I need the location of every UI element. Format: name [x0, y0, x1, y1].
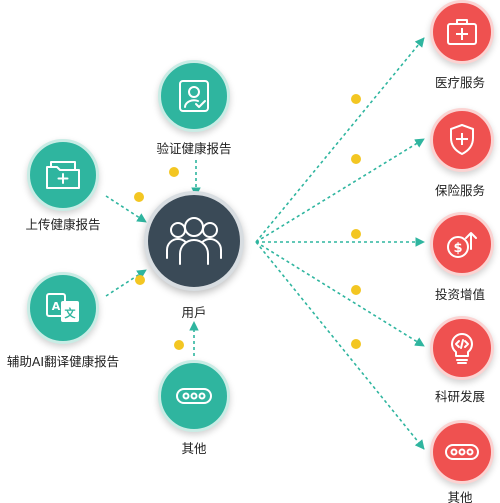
coin-growth-icon: $	[447, 232, 477, 258]
insurance-service-node	[430, 108, 494, 172]
token-dot	[134, 192, 144, 202]
user-group-icon	[166, 217, 222, 265]
other-output-label: 其他	[447, 490, 473, 503]
translate-report-node: A 文	[27, 272, 99, 344]
user-node	[144, 191, 244, 291]
arrow-translate-to-user	[105, 269, 147, 297]
token-dot	[351, 285, 361, 295]
svg-text:文: 文	[65, 306, 77, 320]
arrow-user-to-research	[255, 241, 425, 347]
translate-icon: A 文	[46, 293, 79, 322]
medical-service-label: 医疗服务	[434, 75, 486, 90]
investment-node: $	[430, 212, 494, 276]
other-output-node	[430, 420, 494, 484]
investment-label: 投资增值	[434, 287, 486, 302]
first-aid-kit-icon	[447, 19, 477, 45]
verify-report-label: 验证健康报告	[156, 141, 232, 156]
ellipsis-icon	[445, 444, 479, 460]
medical-folder-icon	[46, 161, 80, 189]
other-input-node	[158, 360, 230, 432]
research-label: 科研发展	[434, 389, 486, 404]
token-dot	[351, 339, 361, 349]
insurance-shield-icon	[450, 124, 474, 155]
token-dot	[174, 340, 184, 350]
token-dot	[169, 167, 179, 177]
arrow-user-to-medical	[255, 37, 425, 243]
user-label: 用戶	[181, 305, 207, 320]
medical-service-node	[430, 0, 494, 64]
arrow-user-to-insurance	[255, 138, 425, 243]
arrow-upload-to-user	[105, 195, 147, 223]
token-dot	[351, 94, 361, 104]
token-dot	[135, 275, 145, 285]
token-dot	[351, 229, 361, 239]
token-dot	[351, 154, 361, 164]
translate-report-label: 辅助AI翻译健康报告	[6, 354, 120, 369]
upload-report-label: 上传健康报告	[25, 217, 101, 232]
verify-report-node	[158, 60, 230, 132]
arrow-user-to-other	[255, 241, 425, 450]
insurance-service-label: 保险服务	[434, 183, 486, 198]
upload-report-node	[27, 139, 99, 211]
user-check-icon	[179, 80, 209, 112]
svg-text:A: A	[52, 300, 61, 313]
ellipsis-icon	[176, 388, 212, 404]
svg-text:$: $	[453, 241, 462, 256]
research-node	[430, 316, 494, 380]
lightbulb-code-icon	[451, 333, 473, 364]
other-input-label: 其他	[181, 441, 207, 456]
